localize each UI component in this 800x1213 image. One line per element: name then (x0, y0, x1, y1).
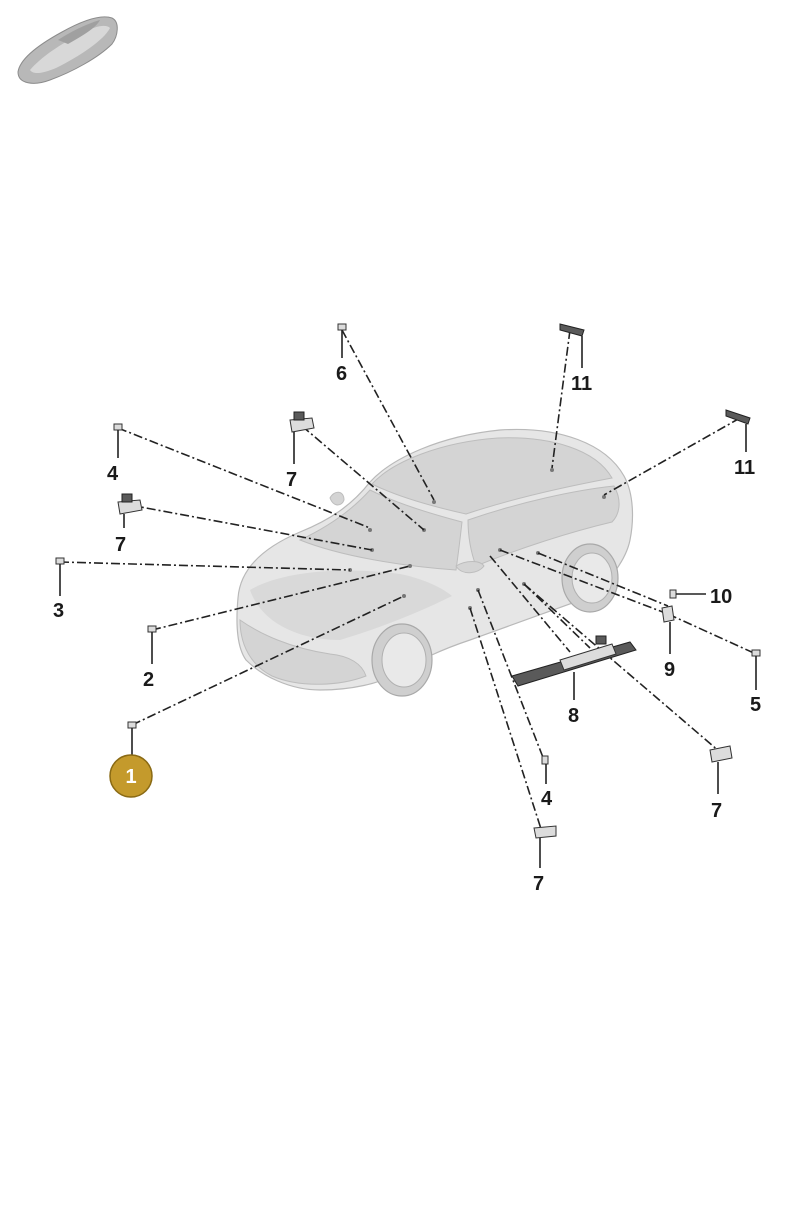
part-2-sensor-icon[interactable] (147, 625, 157, 633)
callout-label[interactable]: 7 (533, 873, 544, 895)
part-10-sensor-icon[interactable] (669, 589, 677, 599)
parts (55, 323, 761, 839)
vehicle-illustration (236, 428, 634, 697)
callout-label[interactable]: 7 (286, 469, 297, 491)
callout-label[interactable]: 2 (143, 669, 154, 691)
callout-label[interactable]: 10 (710, 586, 732, 608)
part-4b-sensor-icon[interactable] (541, 755, 549, 765)
part-7b-housing-icon[interactable] (117, 493, 143, 515)
badge-number: 1 (125, 766, 136, 788)
callout-label[interactable]: 11 (571, 373, 592, 395)
callout-label[interactable]: 4 (541, 788, 553, 810)
callout-label[interactable]: 11 (734, 457, 755, 479)
callout-label[interactable]: 6 (336, 363, 347, 385)
leader-lines (59, 329, 757, 833)
part-7d-housing-icon[interactable] (533, 825, 557, 839)
callout-label[interactable]: 8 (568, 705, 579, 727)
callout-labels: 6 11 11 4 7 7 3 2 10 9 5 8 4 7 7 (53, 363, 761, 895)
callout-label[interactable]: 5 (750, 694, 761, 716)
vehicle-thumbnail-icon[interactable] (17, 16, 118, 84)
callout-label[interactable]: 7 (115, 534, 126, 556)
callout-label[interactable]: 4 (107, 463, 119, 485)
part-3-sensor-icon[interactable] (55, 557, 65, 565)
part-8-module-icon[interactable] (511, 635, 637, 687)
callout-label[interactable]: 9 (664, 659, 675, 681)
part-7a-housing-icon[interactable] (289, 411, 315, 433)
part-1-sensor-icon[interactable] (127, 721, 137, 729)
callout-label[interactable]: 3 (53, 600, 64, 622)
part-6-sensor-icon[interactable] (337, 323, 347, 331)
part-11b-bracket-icon[interactable] (725, 409, 751, 425)
part-5-sensor-icon[interactable] (751, 649, 761, 657)
part-11a-bracket-icon[interactable] (559, 323, 585, 337)
part-9-bracket-icon[interactable] (661, 605, 675, 623)
part-4a-sensor-icon[interactable] (113, 423, 123, 431)
label-stems (59, 330, 757, 868)
part-7c-housing-icon[interactable] (709, 745, 733, 763)
callout-label[interactable]: 7 (711, 800, 722, 822)
highlight-badge[interactable]: 1 (109, 754, 153, 798)
